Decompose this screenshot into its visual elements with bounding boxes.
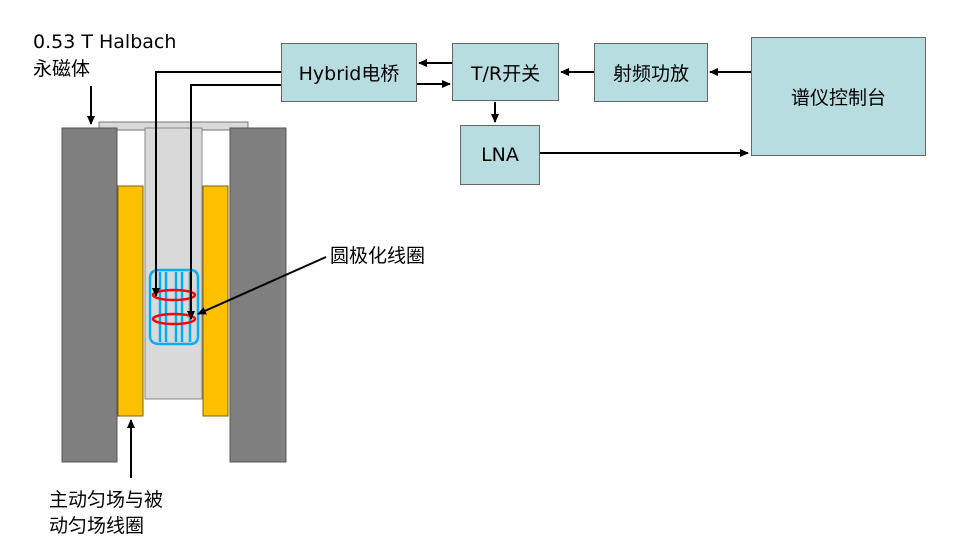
link-hybrid-coil-1 xyxy=(152,68,289,297)
magnet-left xyxy=(61,127,118,463)
rf-amplifier-label: 射频功放 xyxy=(612,63,689,85)
rf-amplifier-box: 射频功放 xyxy=(594,43,708,102)
link-hybrid-coil-2 xyxy=(187,81,289,320)
spectrometer-console-label: 谱仪控制台 xyxy=(790,87,886,109)
lna-box: LNA xyxy=(460,125,540,185)
shim-label-line2: 动匀场线圈 xyxy=(49,515,145,537)
magnet-label-line2: 永磁体 xyxy=(33,58,91,80)
tr-switch-box: T/R开关 xyxy=(452,43,559,101)
coil-label: 圆极化线圈 xyxy=(330,245,426,267)
spectrometer-console-box: 谱仪控制台 xyxy=(751,37,926,156)
tr-switch-label: T/R开关 xyxy=(470,62,541,85)
rf-coil-former xyxy=(144,127,203,400)
shim-label-line1: 主动匀场与被 xyxy=(49,489,164,511)
magnet-label-line1: 0.53 T Halbach xyxy=(33,31,177,53)
lna-label: LNA xyxy=(481,144,519,166)
hybrid-bridge-label: Hybrid电桥 xyxy=(298,63,400,85)
shim-coil-left xyxy=(117,185,144,417)
hybrid-bridge-box: Hybrid电桥 xyxy=(281,43,417,102)
shim-coil-right xyxy=(202,185,229,417)
